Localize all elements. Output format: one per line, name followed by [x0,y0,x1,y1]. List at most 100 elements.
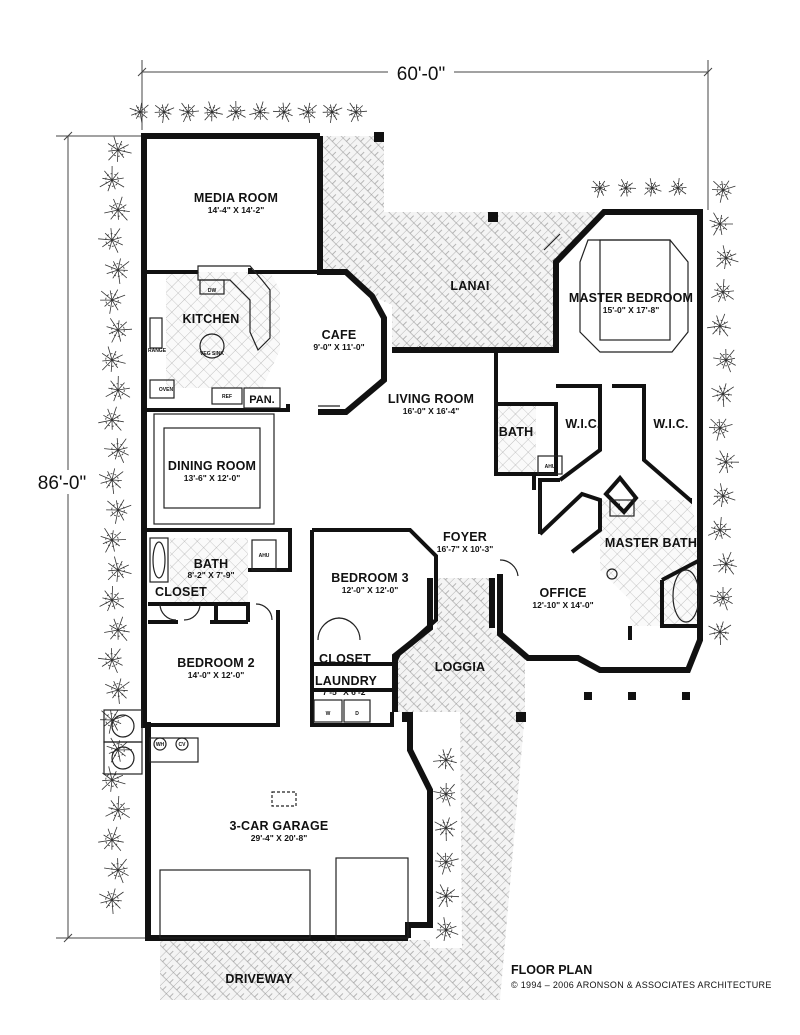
cafe-size: 9'-0" X 11'-0" [313,342,364,352]
dining-room-size: 13'-6" X 12'-0" [184,473,241,483]
shrub [99,888,124,915]
master-bath-tile [600,500,700,626]
water-heater-label: WH [156,742,165,748]
garage-east-wall [405,712,433,938]
lanai-label: LANAI [450,279,489,293]
wic-right-label: W.I.C. [653,417,688,431]
shrub [98,228,123,253]
linen-label: L. [618,502,626,512]
shrub [434,817,458,842]
bath-left-size: 8'-2" X 7'-9" [187,570,234,580]
pantry-label: PAN. [249,394,274,406]
depth-dimension [56,131,150,943]
shrub [715,450,740,474]
washer-label: W [326,711,331,717]
shrub [644,178,662,197]
shrub [99,585,125,612]
garage-size: 29'-4" X 20'-8" [251,833,308,843]
shrub [713,483,736,507]
dryer-label: D [355,711,359,717]
shrub [101,766,126,792]
shrub [617,179,637,197]
shrub [105,795,130,822]
veg-sink-label: VEG SINK [200,351,224,357]
shrub [100,289,126,314]
shrub [106,499,132,524]
depth-dimension-label: 86'-0" [38,473,86,494]
laundry-size: 7'-5" X 6'-2" [322,687,369,697]
shrub [346,102,368,123]
master-bedroom-size: 15'-0" X 17'-8" [603,305,660,315]
shrub [708,517,732,541]
shrub [713,551,737,575]
shrub [98,406,124,431]
floor-plan-title: FLOOR PLAN [511,963,592,977]
master-bedroom-label: MASTER BEDROOM [569,291,693,305]
office-front-wall [497,574,630,673]
shrub [106,318,133,343]
shrub [435,884,460,908]
shrub [98,468,124,494]
shrub [105,678,130,704]
shrub [107,136,132,162]
foyer-size: 16'-7" X 10'-3" [437,544,494,554]
shrub [104,258,130,284]
shrub [98,826,124,852]
office-size: 12'-10" X 14'-0" [532,600,593,610]
driveway-paving [160,940,430,1000]
shrub [322,103,343,123]
dining-room-label: DINING ROOM [168,459,256,473]
shrub [104,438,129,463]
bath-left-label: BATH [194,557,229,571]
shrub [178,102,200,123]
shrub [129,102,149,123]
shrub [708,418,733,441]
shrub [711,383,735,408]
shrub [435,917,459,941]
shrub [226,100,246,121]
exterior-wall-media-lanai [317,136,703,673]
lanai-paving [320,136,604,350]
shrub [272,102,293,123]
fixtures-and-details [103,233,700,939]
shrub [249,101,270,121]
loggia-label: LOGGIA [435,660,486,674]
landscaping [98,100,740,941]
ahu-left-label: AHU [259,553,270,559]
shrub [100,527,127,553]
foyer-label: FOYER [443,530,487,544]
shrub [101,346,126,372]
oven-label: OVEN [159,387,174,393]
bath-left-tile [170,538,248,604]
ahu-right-label: AHU [545,464,556,470]
shrub [591,180,610,198]
media-room-label: MEDIA ROOM [194,191,278,205]
shrub [711,180,736,203]
copyright-notice: © 1994 – 2006 ARONSON & ASSOCIATES ARCHI… [511,980,772,990]
width-dimension-label: 60'-0" [397,64,445,85]
cv-label: CV [179,742,187,748]
shrub [203,101,223,122]
kitchen-label: KITCHEN [183,312,240,326]
bedroom-2-label: BEDROOM 2 [177,656,255,670]
driveway-label: DRIVEWAY [225,972,293,986]
shrub [104,616,130,641]
shrub [99,165,125,192]
loggia-paving [395,578,525,712]
dishwasher-label: DW [208,288,217,294]
columns [374,132,690,722]
bedroom-3-label: BEDROOM 3 [331,571,409,585]
shrub [104,196,130,221]
shrub [433,782,456,807]
shrub [104,858,129,884]
shrub [433,747,457,771]
shrub [668,178,687,196]
walkway-paving [430,712,525,1000]
closet-left-label: CLOSET [155,585,207,599]
shrub [708,621,732,646]
cafe-label: CAFE [322,328,357,342]
range-label: RANGE [148,348,167,354]
bath-center-tile [496,404,536,474]
bath-center-label: BATH [499,425,534,439]
shrub [297,102,317,123]
